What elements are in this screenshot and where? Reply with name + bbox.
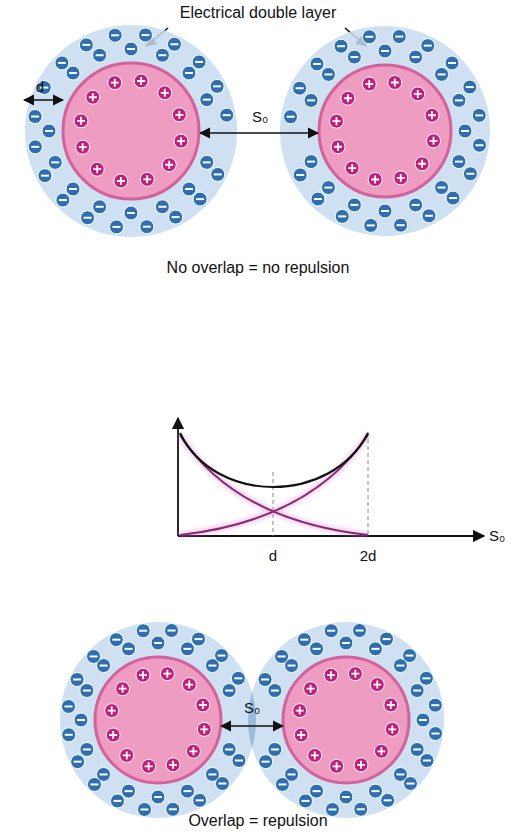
dimension-label: S₀ xyxy=(244,699,260,716)
axis-label: S₀ xyxy=(489,527,505,544)
caption-label: Overlap = repulsion xyxy=(188,812,327,830)
caption-label: No overlap = no repulsion xyxy=(167,259,350,277)
dimension-label: S₀ xyxy=(252,108,268,125)
dimension-label: d xyxy=(36,78,44,95)
heading-label: Electrical double layer xyxy=(180,4,337,22)
axis-tick-label: d xyxy=(269,547,277,564)
axis-tick-label: 2d xyxy=(360,547,377,564)
